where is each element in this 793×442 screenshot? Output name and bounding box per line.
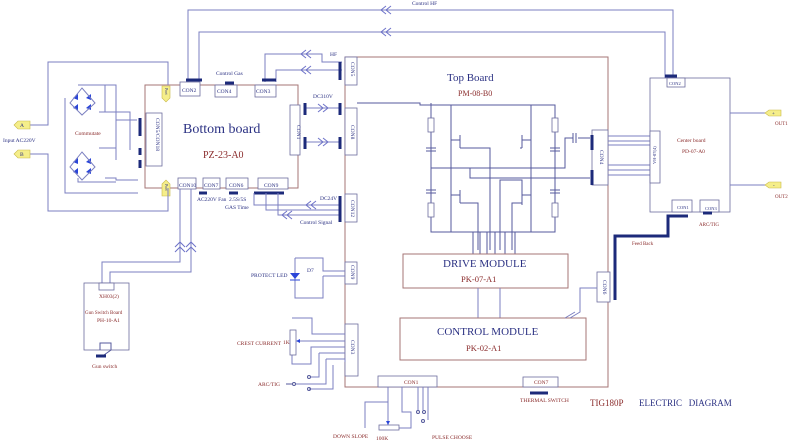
- control-gas-label: Control Gas: [216, 71, 243, 77]
- svg-text:CON1: CON1: [295, 125, 301, 140]
- d7-label: D7: [307, 268, 314, 274]
- 1k-label: 1K: [283, 340, 290, 346]
- thermal-switch-label: THERMAL SWITCH: [520, 398, 569, 404]
- dc310v-label: DC310V: [313, 94, 333, 100]
- output-terminal-plus[interactable]: +: [764, 109, 782, 117]
- out2-label: OUT2: [775, 195, 788, 200]
- svg-text:CON3: CON3: [349, 340, 355, 355]
- pulse-choose-label: PULSE CHOOSE: [432, 435, 473, 441]
- svg-text:CON4: CON4: [598, 150, 604, 165]
- drive-module: [402, 253, 569, 289]
- drive-module-code: PK-07-A1: [461, 274, 496, 284]
- feed-back-label: Feed Back: [632, 242, 654, 247]
- center-board-con-label: VH-07(4): [652, 146, 657, 164]
- control-hf-wires: [187, 5, 674, 82]
- svg-text:CON7: CON7: [204, 183, 219, 189]
- gas-time-label2: GAS Time: [225, 205, 249, 211]
- control-signal-label: Control Signal: [300, 220, 333, 226]
- commutate-label: Commutate: [75, 131, 101, 137]
- center-board: [649, 77, 731, 213]
- port-tags: Port Port: [161, 85, 171, 197]
- down-slope-potentiometer[interactable]: [378, 424, 400, 431]
- crest-current-potentiometer[interactable]: [289, 329, 297, 356]
- gas-time-label: 2.5S/5S: [229, 197, 246, 203]
- feed-back-cable: [613, 214, 688, 300]
- 100k-label: 100K: [376, 436, 388, 442]
- control-hf-label: Control HF: [412, 1, 437, 7]
- down-slope-label: DOWN SLOPE: [333, 434, 369, 440]
- control-module-title: CONTROL MODULE: [437, 326, 539, 338]
- inverter-bridge: [357, 102, 590, 254]
- diagram-model: TIG180P: [590, 398, 624, 408]
- gun-switch-board: [83, 282, 130, 351]
- svg-text:CON12: CON12: [349, 200, 355, 217]
- svg-text:Port: Port: [164, 184, 169, 192]
- svg-text:A: A: [20, 123, 24, 129]
- input-terminal-a[interactable]: A: [13, 120, 31, 130]
- svg-text:CON9: CON9: [349, 265, 355, 280]
- svg-text:+: +: [772, 112, 775, 117]
- bottom-board-title: Bottom board: [183, 122, 260, 137]
- svg-text:CON8: CON8: [349, 125, 355, 140]
- input-label: Input AC220V: [3, 138, 36, 144]
- gun-switch-board-code: PH-10-A1: [97, 318, 120, 324]
- svg-text:CON5: CON5: [349, 62, 355, 77]
- svg-text:B: B: [20, 152, 24, 158]
- svg-text:Port: Port: [164, 88, 169, 96]
- output-terminal-minus[interactable]: -: [764, 181, 782, 189]
- svg-text:CON1: CON1: [404, 380, 419, 386]
- svg-text:CON2: CON2: [182, 88, 197, 94]
- drive-module-title: DRIVE MODULE: [443, 258, 527, 270]
- gun-switch-label: Gun switch: [92, 364, 117, 370]
- hf-label: HF: [330, 52, 337, 58]
- crest-current-label: CREST CURRENT: [237, 341, 282, 347]
- input-terminal-b[interactable]: B: [13, 149, 31, 159]
- svg-text:CON4: CON4: [217, 89, 232, 95]
- svg-text:CON5/CON18: CON5/CON18: [154, 118, 160, 151]
- svg-text:CON2: CON2: [669, 81, 681, 86]
- top-board-title: Top Board: [447, 72, 494, 84]
- protect-led-label: PROTECT LED: [251, 273, 287, 279]
- diagram-title: ELECTRIC DIAGRAM: [639, 398, 732, 408]
- svg-text:CON3: CON3: [705, 206, 718, 211]
- top-board-code: PM-08-B0: [458, 89, 492, 98]
- arc-tig-label: ARC/TIG: [258, 382, 280, 388]
- control-module: [399, 317, 587, 361]
- dc24v-label: DC24V: [320, 196, 337, 202]
- xh03-label: XH03(2): [99, 293, 119, 300]
- svg-text:CON3: CON3: [256, 89, 271, 95]
- bottom-board-connectors: CON2 CON4 CON3 CON5/CON18 CON1 CON10 CON…: [138, 78, 301, 195]
- out1-label: OUT1: [775, 122, 788, 127]
- svg-text:CON10: CON10: [179, 183, 196, 189]
- bottom-board-code: PZ-23-A0: [203, 150, 244, 161]
- control-module-code: PK-02-A1: [466, 343, 501, 353]
- svg-text:CON9: CON9: [264, 183, 279, 189]
- top-board-connectors: CON5 CON8 CON12 CON9 CON3 CON4 CON6 CON1…: [338, 56, 611, 395]
- ac220v-fan-label: AC220V Fan: [197, 197, 227, 203]
- svg-text:CON6: CON6: [601, 280, 607, 295]
- arc-tig-center-label: ARC/TIG: [699, 223, 719, 228]
- svg-text:-: -: [773, 184, 775, 189]
- gun-switch-board-title: Gun Switch Board: [85, 311, 123, 316]
- rectifier-bridge-icons: [69, 87, 96, 181]
- center-board-code: PD-07-A0: [682, 149, 705, 155]
- svg-text:CON6: CON6: [229, 183, 244, 189]
- svg-text:CON1: CON1: [677, 205, 689, 210]
- center-board-title: Center board: [677, 138, 706, 144]
- led-icon: [290, 273, 300, 279]
- svg-text:CON7: CON7: [534, 380, 549, 386]
